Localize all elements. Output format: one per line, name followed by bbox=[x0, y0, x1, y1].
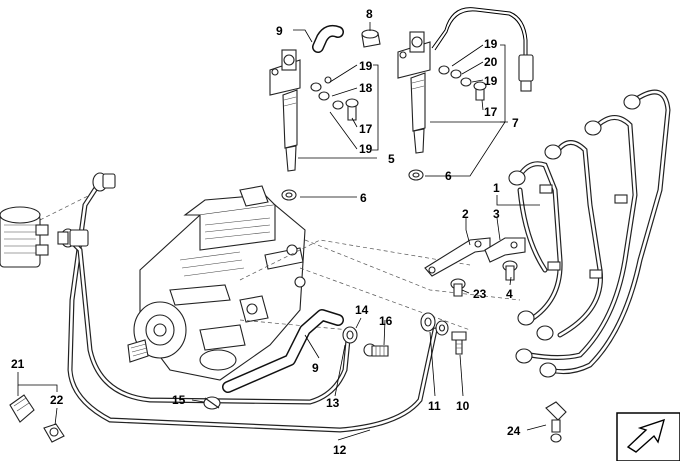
callout-7: 7 bbox=[512, 116, 519, 130]
injection-pump-icon[interactable] bbox=[127, 185, 306, 381]
callout-9-bottom: 9 bbox=[312, 361, 319, 375]
callout-6-b: 6 bbox=[445, 169, 452, 183]
seal-ring-14-icon[interactable] bbox=[342, 326, 358, 344]
callout-8: 8 bbox=[366, 7, 373, 21]
ref-line-bracket bbox=[239, 239, 471, 281]
callout-14: 14 bbox=[355, 303, 369, 317]
leak-off-hose-upper-icon[interactable] bbox=[312, 24, 344, 53]
cable-holder-24-icon[interactable] bbox=[545, 401, 567, 443]
callout-3: 3 bbox=[493, 207, 500, 221]
callout-17-b: 17 bbox=[484, 105, 498, 119]
clamp-22-icon[interactable] bbox=[43, 423, 65, 443]
fuel-line-12-icon[interactable] bbox=[67, 172, 438, 433]
ref-line-pipes bbox=[304, 239, 521, 301]
injection-pipe-set-icon[interactable] bbox=[508, 89, 671, 378]
callout-4: 4 bbox=[506, 287, 513, 301]
nav-arrow-icon[interactable] bbox=[616, 412, 680, 461]
seal-ring-6-right-icon[interactable] bbox=[408, 169, 424, 181]
callout-15: 15 bbox=[172, 393, 186, 407]
callout-13: 13 bbox=[326, 396, 340, 410]
callout-9-top: 9 bbox=[276, 24, 283, 38]
bracket-3-icon[interactable] bbox=[484, 237, 526, 263]
washer-set-left-icon[interactable] bbox=[310, 76, 359, 121]
washer-set-right-icon[interactable] bbox=[438, 65, 487, 101]
cap-8-icon[interactable] bbox=[361, 29, 381, 48]
callout-19-a: 19 bbox=[359, 59, 373, 73]
callout-20: 20 bbox=[484, 55, 498, 69]
bolt-4-icon[interactable] bbox=[502, 260, 518, 281]
seal-ring-11-icon[interactable] bbox=[420, 312, 449, 336]
callout-19-d: 19 bbox=[484, 74, 498, 88]
banjo-bolt-16-icon[interactable] bbox=[363, 343, 389, 357]
injector-right-icon[interactable] bbox=[397, 31, 431, 154]
ref-line-seal-14 bbox=[239, 319, 351, 331]
callout-11: 11 bbox=[428, 399, 441, 413]
clamp-15-icon[interactable] bbox=[203, 396, 221, 410]
callout-23: 23 bbox=[473, 287, 487, 301]
leak-off-hose-lower-icon[interactable] bbox=[222, 309, 344, 393]
bracket-2-icon[interactable] bbox=[424, 237, 491, 277]
callout-19-c: 19 bbox=[484, 37, 498, 51]
ref-line-bolt-10 bbox=[299, 267, 471, 331]
banjo-bolt-10-icon[interactable] bbox=[451, 331, 467, 355]
ref-line-filter bbox=[39, 194, 91, 221]
fuel-filter-icon[interactable] bbox=[0, 206, 49, 268]
callout-18: 18 bbox=[359, 81, 373, 95]
injector-left-icon[interactable] bbox=[269, 49, 301, 172]
clamp-21-icon[interactable] bbox=[9, 394, 35, 423]
callout-6-a: 6 bbox=[360, 191, 367, 205]
callout-1: 1 bbox=[493, 181, 500, 195]
callout-17-a: 17 bbox=[359, 122, 373, 136]
leader-lines bbox=[17, 22, 547, 441]
callout-16: 16 bbox=[379, 314, 393, 328]
callout-24: 24 bbox=[507, 424, 521, 438]
seal-ring-6-left-icon[interactable] bbox=[281, 189, 297, 201]
callout-2: 2 bbox=[462, 207, 469, 221]
callout-10: 10 bbox=[456, 399, 470, 413]
callout-21: 21 bbox=[11, 357, 25, 371]
bolt-23-icon[interactable] bbox=[450, 278, 466, 297]
callout-19-b: 19 bbox=[359, 142, 373, 156]
callout-labels: 9 8 19 18 17 19 5 6 19 20 19 17 7 6 1 2 … bbox=[11, 7, 521, 457]
callout-5: 5 bbox=[388, 152, 395, 166]
callout-22: 22 bbox=[50, 393, 64, 407]
sensor-cable-icon[interactable] bbox=[431, 7, 534, 92]
callout-12: 12 bbox=[333, 443, 347, 457]
